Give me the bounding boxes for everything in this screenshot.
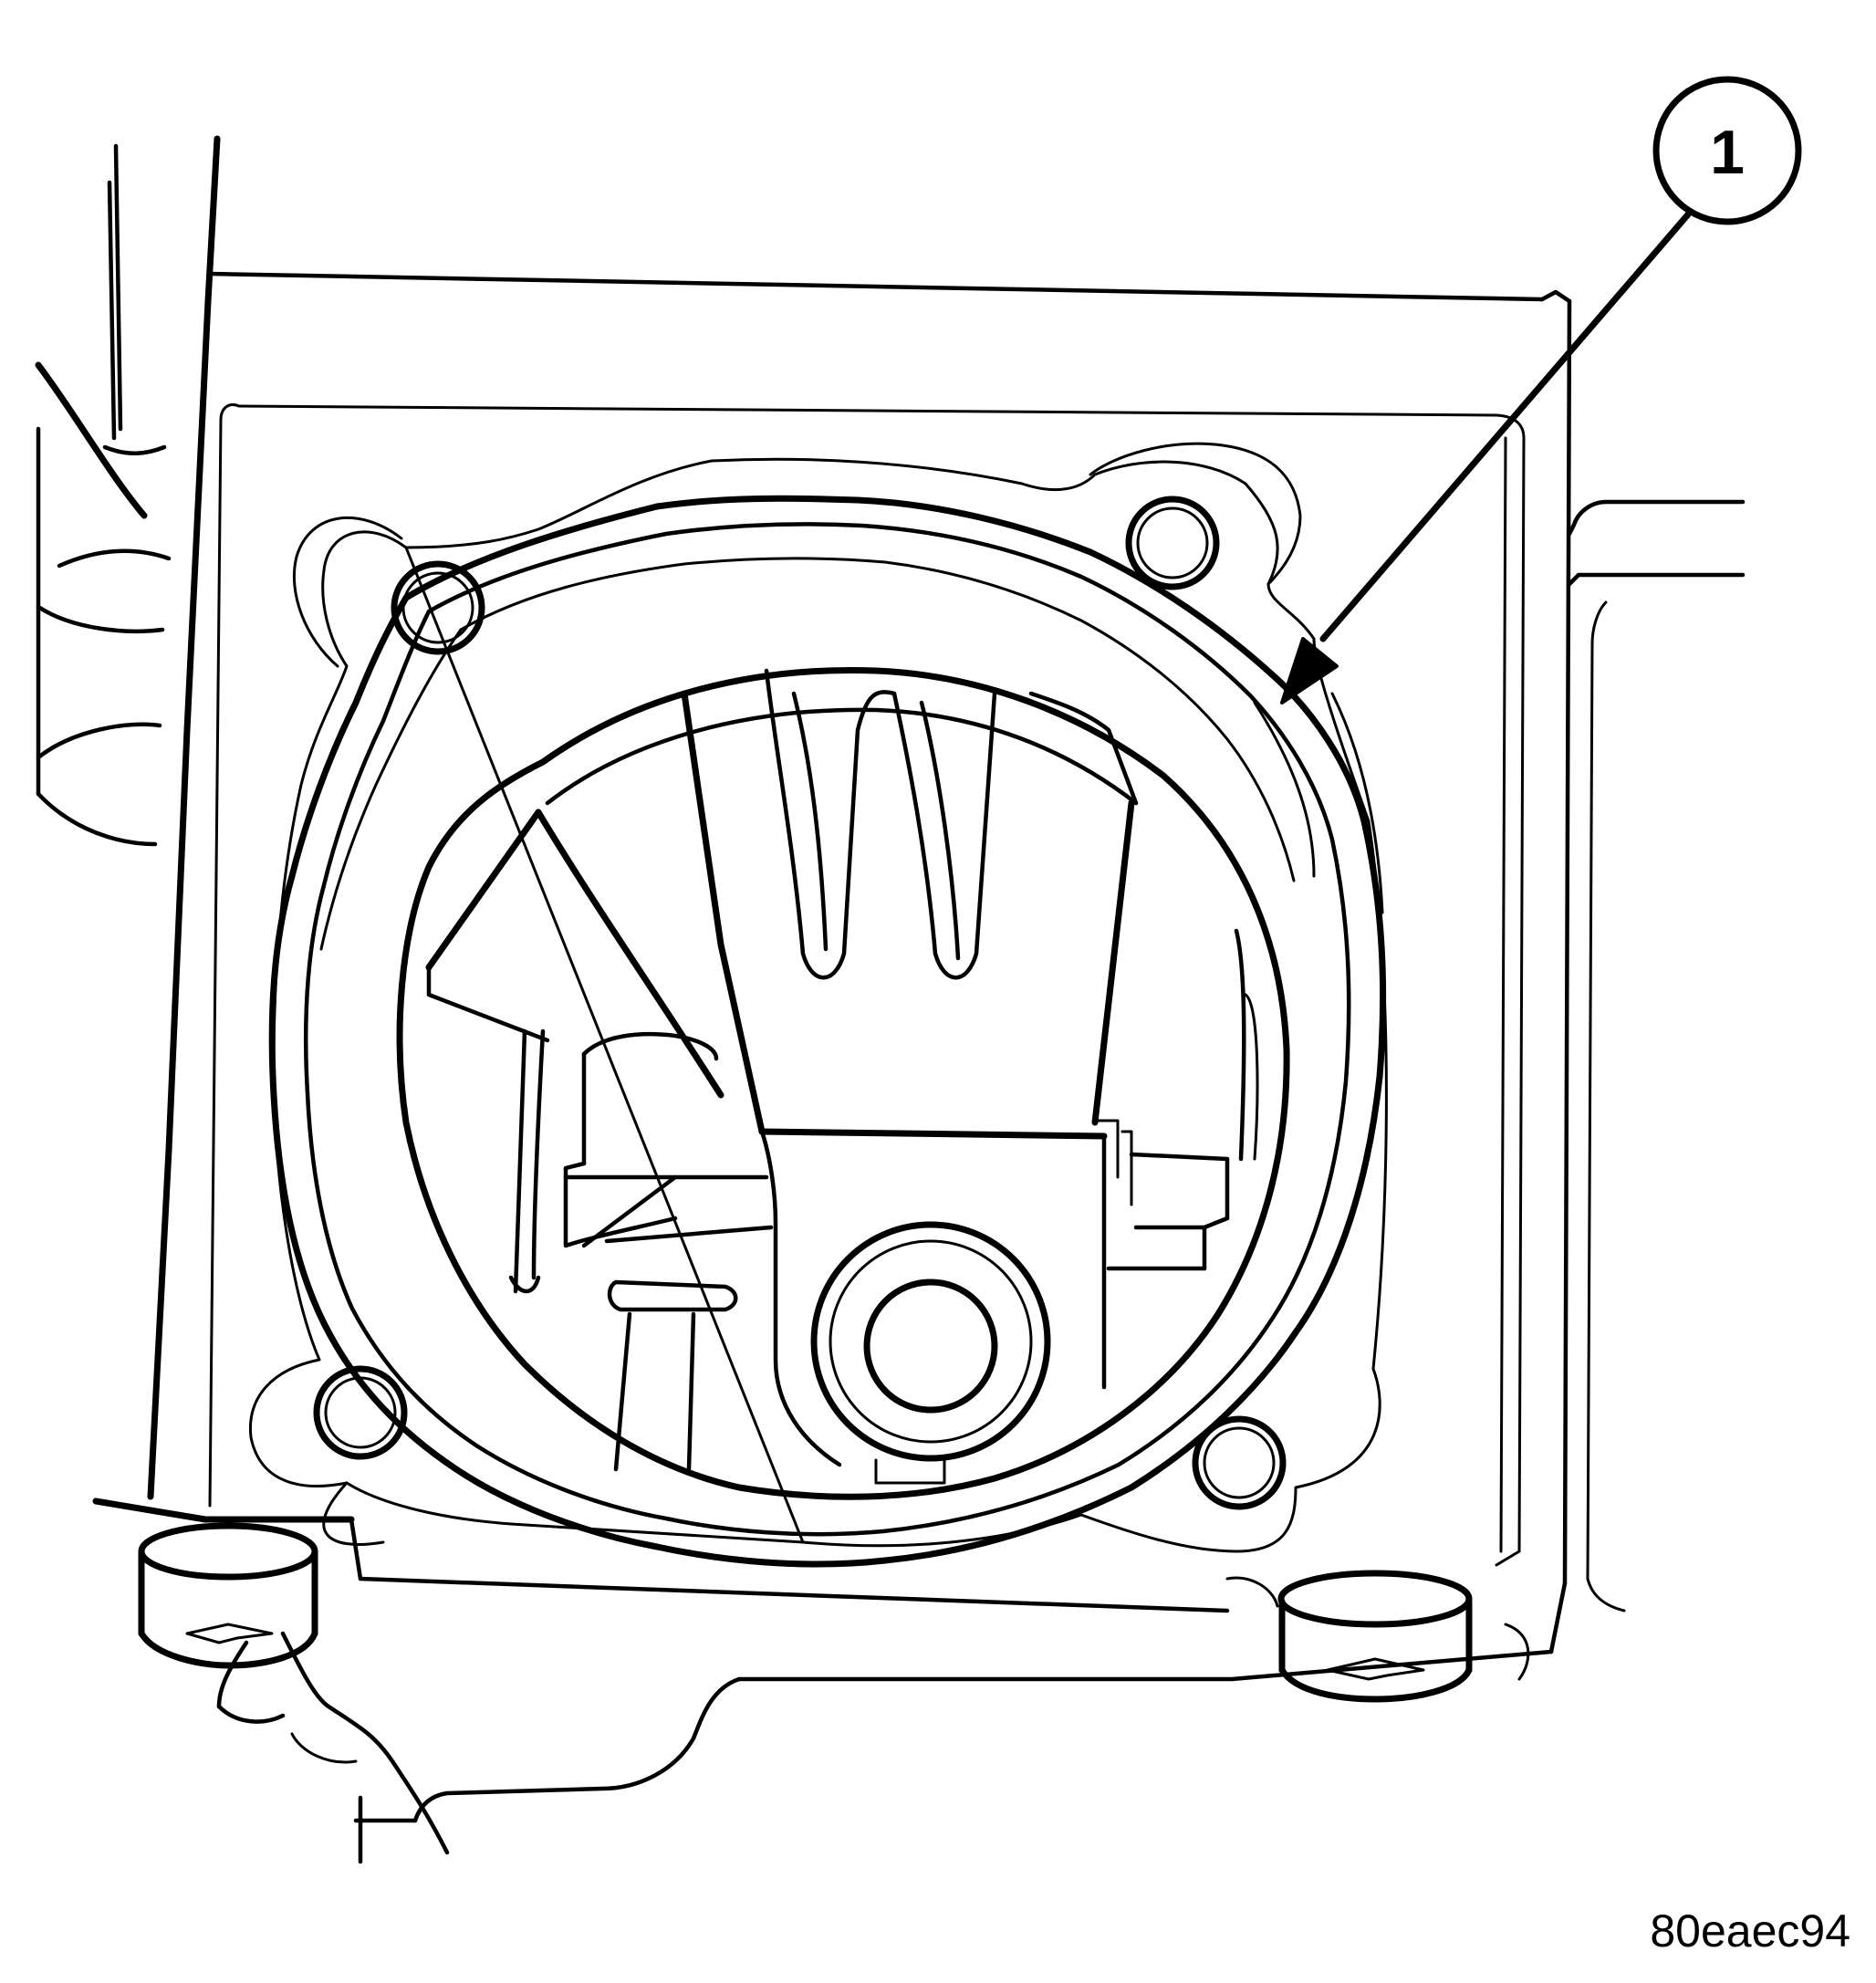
bolt-hole-top-right [1125, 496, 1220, 590]
throttle-bore [396, 667, 1290, 1500]
internal-bracket [1106, 928, 1259, 1271]
bolt-hole-bottom-right [1192, 1415, 1287, 1510]
internal-cylinder [563, 1031, 774, 1472]
gasket-seal [268, 495, 1387, 1568]
housing-body [92, 271, 1746, 1864]
shaft-boss [810, 1221, 1051, 1485]
fastener-left [138, 1522, 318, 1669]
left-strut [35, 135, 221, 1500]
callout-number-label: 1 [1710, 118, 1745, 187]
throttle-lever [758, 1119, 1133, 1467]
throttle-plate [425, 690, 1135, 1294]
callout-1: 1 [1280, 76, 1802, 704]
flange [248, 442, 1388, 1553]
fastener-right [1225, 1570, 1530, 1703]
plate-slot-fork [764, 668, 997, 980]
figure-id-label: 80eaec94 [1650, 1905, 1850, 1957]
